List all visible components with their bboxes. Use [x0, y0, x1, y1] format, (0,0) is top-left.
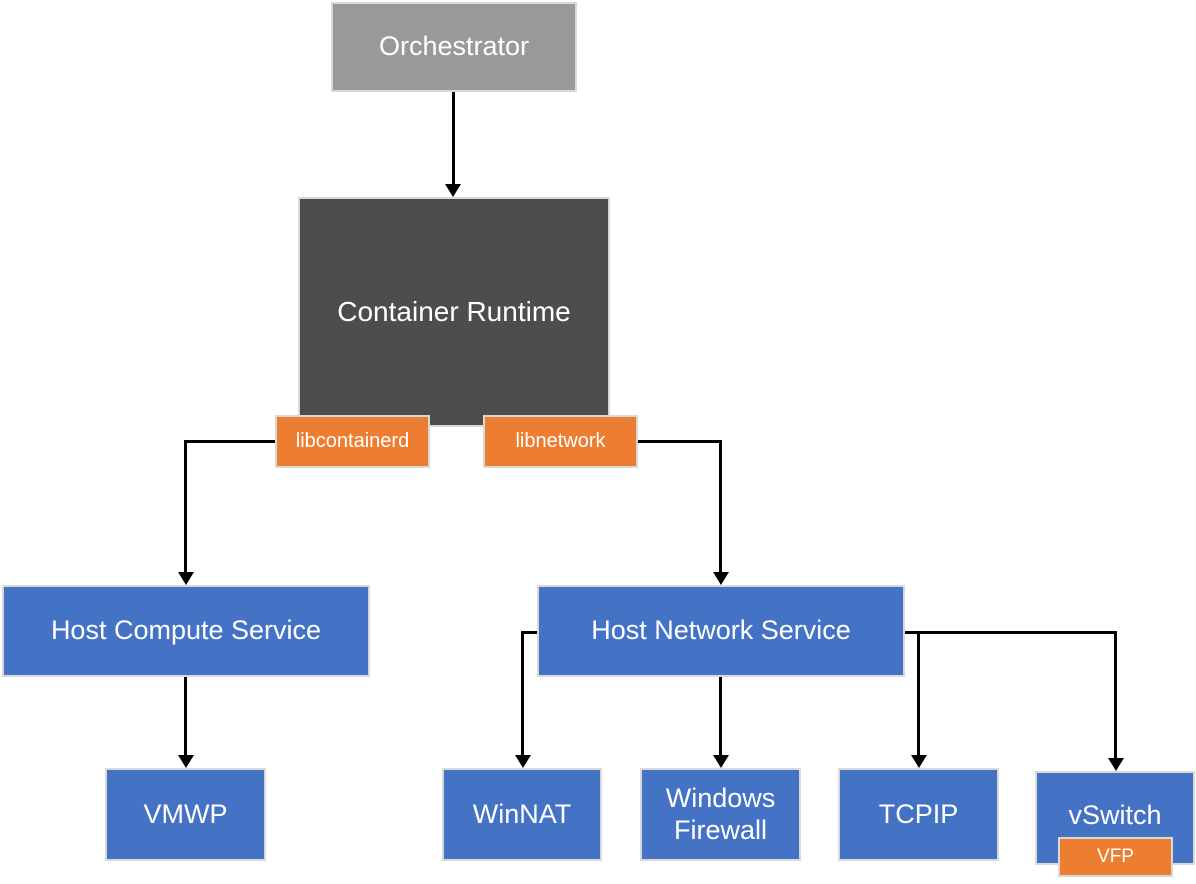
edge-hns-winnat-hline: [522, 631, 538, 634]
node-vfp-label: VFP: [1097, 846, 1134, 868]
edge-orchestrator-runtime-line: [452, 92, 455, 185]
node-winnat-label: WinNAT: [472, 798, 572, 829]
node-libnetwork-label: libnetwork: [515, 430, 606, 452]
node-host-network-service: Host Network Service: [537, 585, 905, 677]
node-vfp: VFP: [1058, 837, 1173, 877]
node-orchestrator-label: Orchestrator: [378, 31, 530, 62]
edge-libnetwork-hns-hline: [638, 440, 722, 443]
node-libcontainerd: libcontainerd: [275, 415, 430, 468]
node-orchestrator: Orchestrator: [331, 2, 577, 92]
edge-hcs-vmwp-arrowhead-icon: [178, 755, 194, 768]
edge-libcontainerd-hcs-arrowhead-icon: [178, 572, 194, 585]
node-vswitch-label: vSwitch: [1068, 800, 1162, 830]
node-winnat: WinNAT: [442, 768, 602, 861]
node-container-runtime: Container Runtime: [298, 197, 610, 427]
node-windows-firewall-label: Windows Firewall: [665, 783, 776, 845]
node-tcpip: TCPIP: [838, 768, 999, 861]
edge-hns-vswitch-arrowhead-icon: [1108, 758, 1124, 771]
edge-libnetwork-hns-vline: [719, 440, 722, 572]
edge-hns-winnat-arrowhead-icon: [515, 755, 531, 768]
edge-libcontainerd-hcs-hline: [185, 440, 275, 443]
edge-hns-winnat-vline: [521, 631, 524, 756]
node-libcontainerd-label: libcontainerd: [295, 430, 410, 452]
edge-hns-vswitch-vline: [1114, 631, 1117, 759]
edge-hns-firewall-line: [719, 677, 722, 756]
node-vmwp: VMWP: [105, 768, 266, 861]
edge-orchestrator-runtime-arrowhead-icon: [445, 184, 461, 197]
node-libnetwork: libnetwork: [483, 415, 638, 468]
node-windows-firewall: Windows Firewall: [640, 768, 801, 861]
node-tcpip-label: TCPIP: [878, 798, 959, 829]
edge-libnetwork-hns-arrowhead-icon: [713, 572, 729, 585]
edge-hcs-vmwp-line: [184, 677, 187, 756]
node-host-network-service-label: Host Network Service: [591, 615, 851, 646]
edge-hns-tcpip-vline: [917, 631, 920, 756]
edge-hns-tcpip-arrowhead-icon: [911, 755, 927, 768]
node-host-compute-service-label: Host Compute Service: [50, 615, 322, 646]
edge-hns-right-hline: [905, 631, 1117, 634]
node-host-compute-service: Host Compute Service: [2, 585, 370, 677]
node-container-runtime-label: Container Runtime: [337, 295, 571, 327]
edge-hns-firewall-arrowhead-icon: [713, 755, 729, 768]
node-vmwp-label: VMWP: [143, 798, 228, 829]
edge-libcontainerd-hcs-vline: [184, 440, 187, 572]
